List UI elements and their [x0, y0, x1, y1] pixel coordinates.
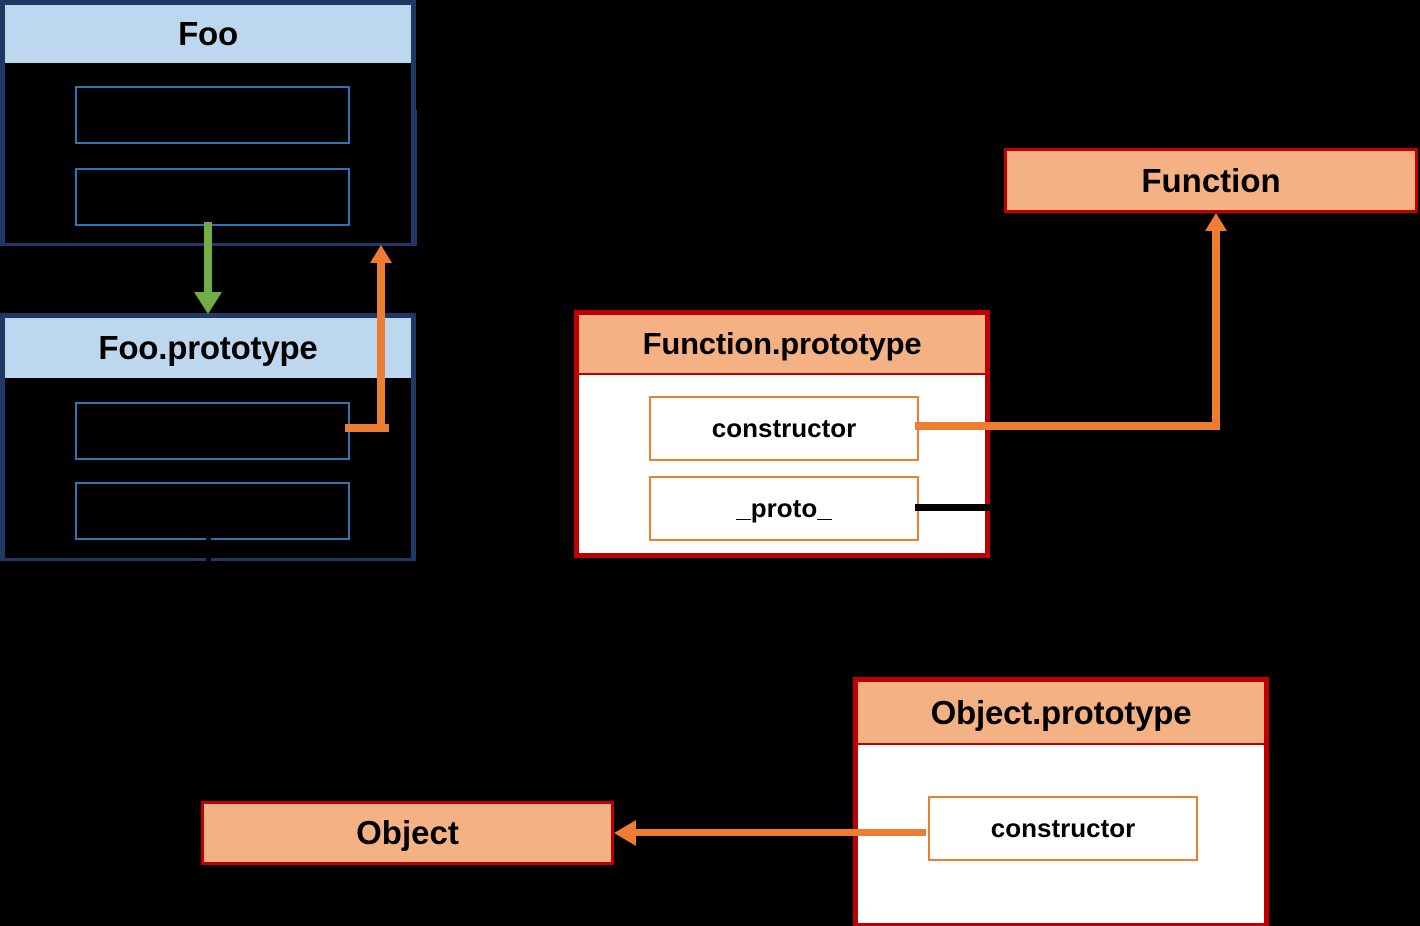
- node-function[interactable]: Function: [1004, 148, 1418, 213]
- connector-fooproto-constructor-arrowhead: [370, 245, 392, 263]
- node-function-prototype-slot-constructor[interactable]: constructor: [649, 396, 919, 461]
- connector-funcproto-constructor-arrowhead: [1205, 213, 1227, 231]
- node-function-title: Function: [1141, 161, 1281, 199]
- node-function-prototype[interactable]: Function.prototype constructor _proto_: [574, 310, 990, 558]
- node-foo-prototype-title: Foo.prototype: [5, 318, 411, 378]
- connector-funcproto-proto-line: [915, 504, 993, 511]
- connector-fooproto-constructor-v: [377, 262, 385, 430]
- node-foo-slot-1[interactable]: [75, 168, 350, 226]
- connector-foo-to-foo-prototype-stem: [204, 222, 212, 294]
- foo-prototype-proto-line: [206, 536, 211, 580]
- node-function-prototype-title: Function.prototype: [579, 315, 985, 375]
- node-object-prototype-title: Object.prototype: [858, 682, 1264, 745]
- node-object-title: Object: [356, 814, 459, 851]
- node-foo-prototype-slot-1[interactable]: [75, 482, 350, 540]
- connector-objproto-constructor-h: [636, 829, 926, 836]
- node-function-prototype-slot-proto[interactable]: _proto_: [649, 476, 919, 541]
- node-foo-slot-0[interactable]: [75, 86, 350, 144]
- connector-funcproto-constructor-v: [1212, 230, 1220, 426]
- node-foo[interactable]: Foo: [0, 0, 416, 246]
- node-object[interactable]: Object: [201, 801, 614, 865]
- connector-foo-to-foo-prototype-arrowhead: [194, 292, 222, 314]
- node-object-prototype[interactable]: Object.prototype constructor: [853, 677, 1269, 926]
- node-foo-prototype[interactable]: Foo.prototype: [0, 313, 416, 561]
- node-foo-prototype-body: [5, 378, 411, 558]
- connector-funcproto-constructor-h: [915, 422, 1220, 430]
- foo-right-edge-offset: [411, 110, 417, 246]
- connector-fooproto-constructor-h: [345, 424, 389, 432]
- node-function-prototype-body: constructor _proto_: [579, 375, 985, 553]
- node-foo-prototype-slot-0[interactable]: [75, 402, 350, 460]
- node-foo-title: Foo: [5, 5, 411, 63]
- node-object-prototype-slot-constructor[interactable]: constructor: [928, 796, 1198, 861]
- connector-objproto-constructor-arrowhead: [614, 820, 636, 846]
- node-foo-body: [5, 63, 411, 243]
